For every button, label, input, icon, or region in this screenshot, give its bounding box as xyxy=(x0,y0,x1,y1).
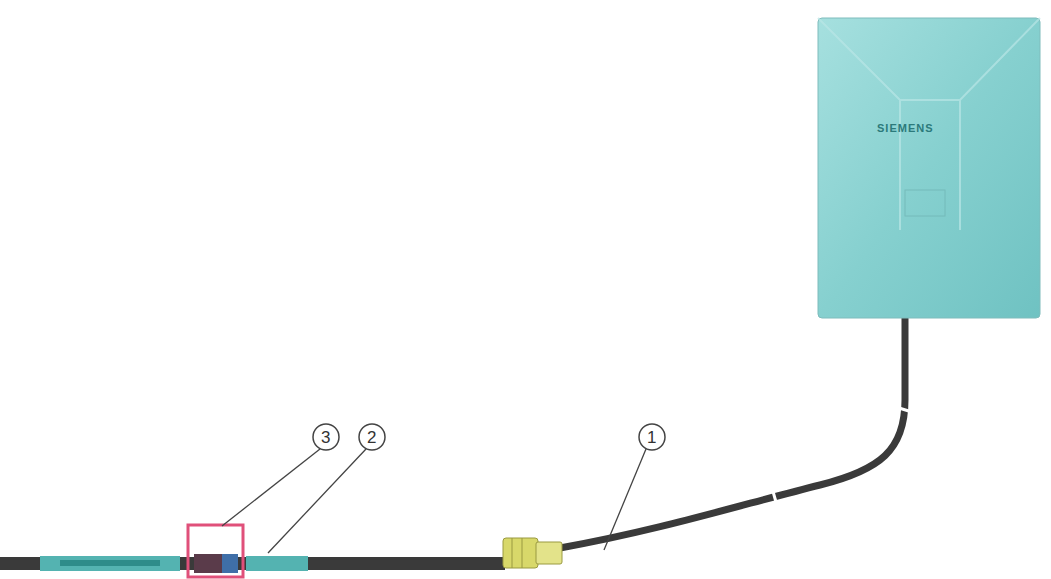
antenna-cable xyxy=(560,316,905,548)
coupling-part xyxy=(222,554,238,573)
callout-circle xyxy=(639,424,665,450)
connector-nut xyxy=(536,542,562,564)
brand-text: SIEMENS xyxy=(877,123,934,134)
callout-number: 3 xyxy=(321,429,330,446)
cable-sleeve xyxy=(246,556,308,571)
callout-circle xyxy=(359,424,385,450)
callout-number: 2 xyxy=(367,429,376,446)
connector-body xyxy=(503,538,538,568)
callout-circle xyxy=(313,424,339,450)
antenna-marking xyxy=(905,190,945,216)
connector-ribs xyxy=(522,538,523,568)
callout-number: 1 xyxy=(647,429,656,446)
cable-sleeve-print xyxy=(60,560,160,566)
cable-sleeve xyxy=(40,556,180,571)
highlight-frame xyxy=(188,525,243,577)
antenna-facets xyxy=(818,18,1040,230)
leader-line xyxy=(604,449,646,550)
antenna-housing xyxy=(818,18,1040,318)
leader-line xyxy=(222,449,320,526)
leader-line xyxy=(268,449,366,553)
coupling-part xyxy=(194,554,238,573)
cable-tie xyxy=(772,488,776,502)
main-cable xyxy=(0,557,505,570)
connector-ribs xyxy=(512,538,513,568)
cable-tie xyxy=(899,408,912,412)
